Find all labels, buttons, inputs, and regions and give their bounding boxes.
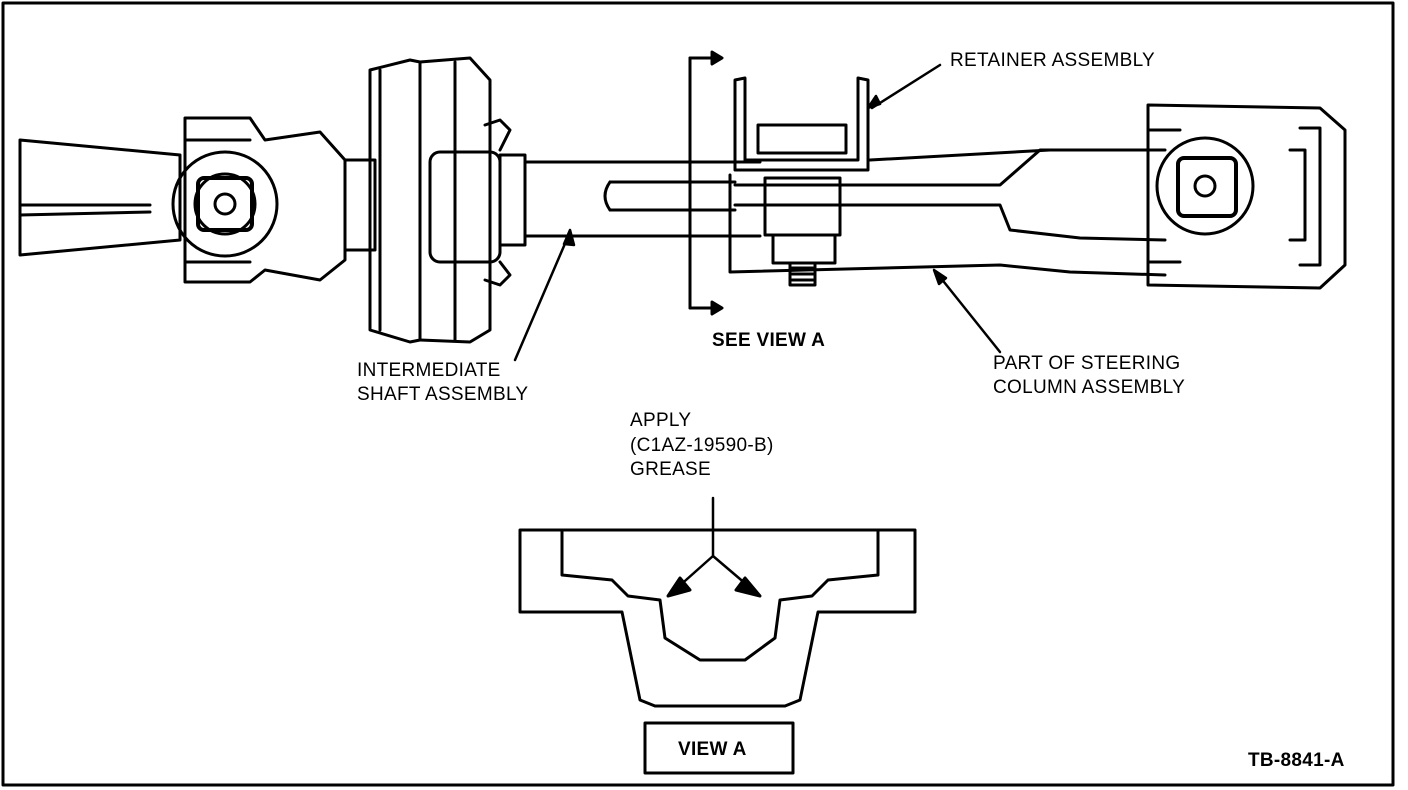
intermediate-shaft — [523, 160, 762, 238]
apply-grease-label-line2: (C1AZ-19590-B) — [630, 435, 774, 456]
intermediate-shaft-label-line1: INTERMEDIATE — [357, 360, 501, 381]
view-a-label: VIEW A — [678, 739, 747, 760]
flex-coupling — [343, 56, 527, 344]
right-yoke — [1146, 103, 1347, 290]
retainer-assembly — [733, 76, 870, 287]
steering-column-label-line1: PART OF STEERING — [993, 353, 1181, 374]
retainer-leader — [870, 63, 942, 110]
intermediate-shaft-label-line2: SHAFT ASSEMBLY — [357, 384, 529, 405]
intermediate-leader — [513, 230, 572, 362]
apply-grease-label-line3: GREASE — [630, 459, 711, 480]
figure-id: TB-8841-A — [1248, 750, 1345, 771]
view-a-box — [643, 721, 795, 775]
apply-grease-label-line1: APPLY — [630, 410, 692, 431]
see-view-label: SEE VIEW A — [712, 330, 826, 351]
left-yoke — [18, 116, 347, 284]
retainer-assembly-label: RETAINER ASSEMBLY — [950, 50, 1156, 71]
section-marker — [688, 50, 724, 316]
steering-column-shaft — [728, 148, 1167, 277]
steering-leader — [934, 270, 1002, 354]
view-a-section — [518, 496, 917, 708]
leader-lines — [513, 63, 1002, 362]
steering-column-label-line2: COLUMN ASSEMBLY — [993, 377, 1186, 398]
